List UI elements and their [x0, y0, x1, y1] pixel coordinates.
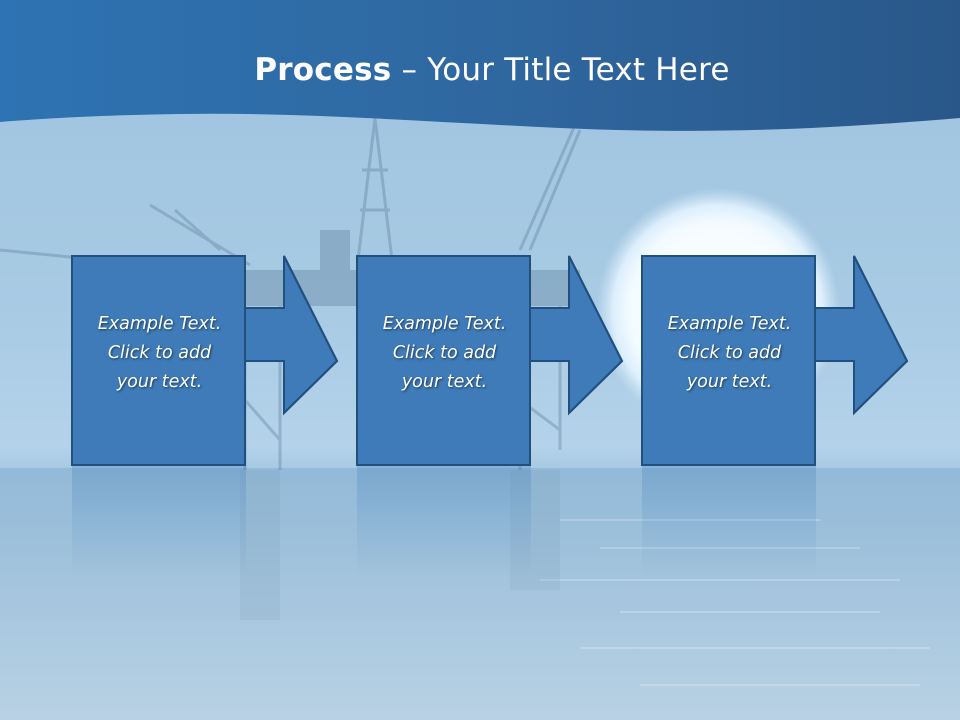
step-1-reflection: [72, 466, 246, 576]
process-step-3[interactable]: Example Text. Click to add your text.: [641, 255, 909, 466]
process-step-1[interactable]: Example Text. Click to add your text.: [71, 255, 339, 466]
step-text: Example Text. Click to add your text.: [97, 314, 222, 392]
header-band: [0, 0, 960, 131]
title-rest: – Your Title Text Here: [391, 52, 730, 88]
step-text: Example Text. Click to add your text.: [382, 314, 507, 392]
step-text: Example Text. Click to add your text.: [667, 314, 792, 392]
arrow-box-shape: [641, 255, 909, 466]
title-bold: Process: [254, 52, 392, 88]
arrow-box-shape: [356, 255, 624, 466]
slide-title[interactable]: Process – Your Title Text Here: [0, 52, 960, 88]
step-3-reflection: [642, 466, 816, 576]
arrow-box-shape: [71, 255, 339, 466]
process-step-2[interactable]: Example Text. Click to add your text.: [356, 255, 624, 466]
step-2-reflection: [357, 466, 531, 576]
